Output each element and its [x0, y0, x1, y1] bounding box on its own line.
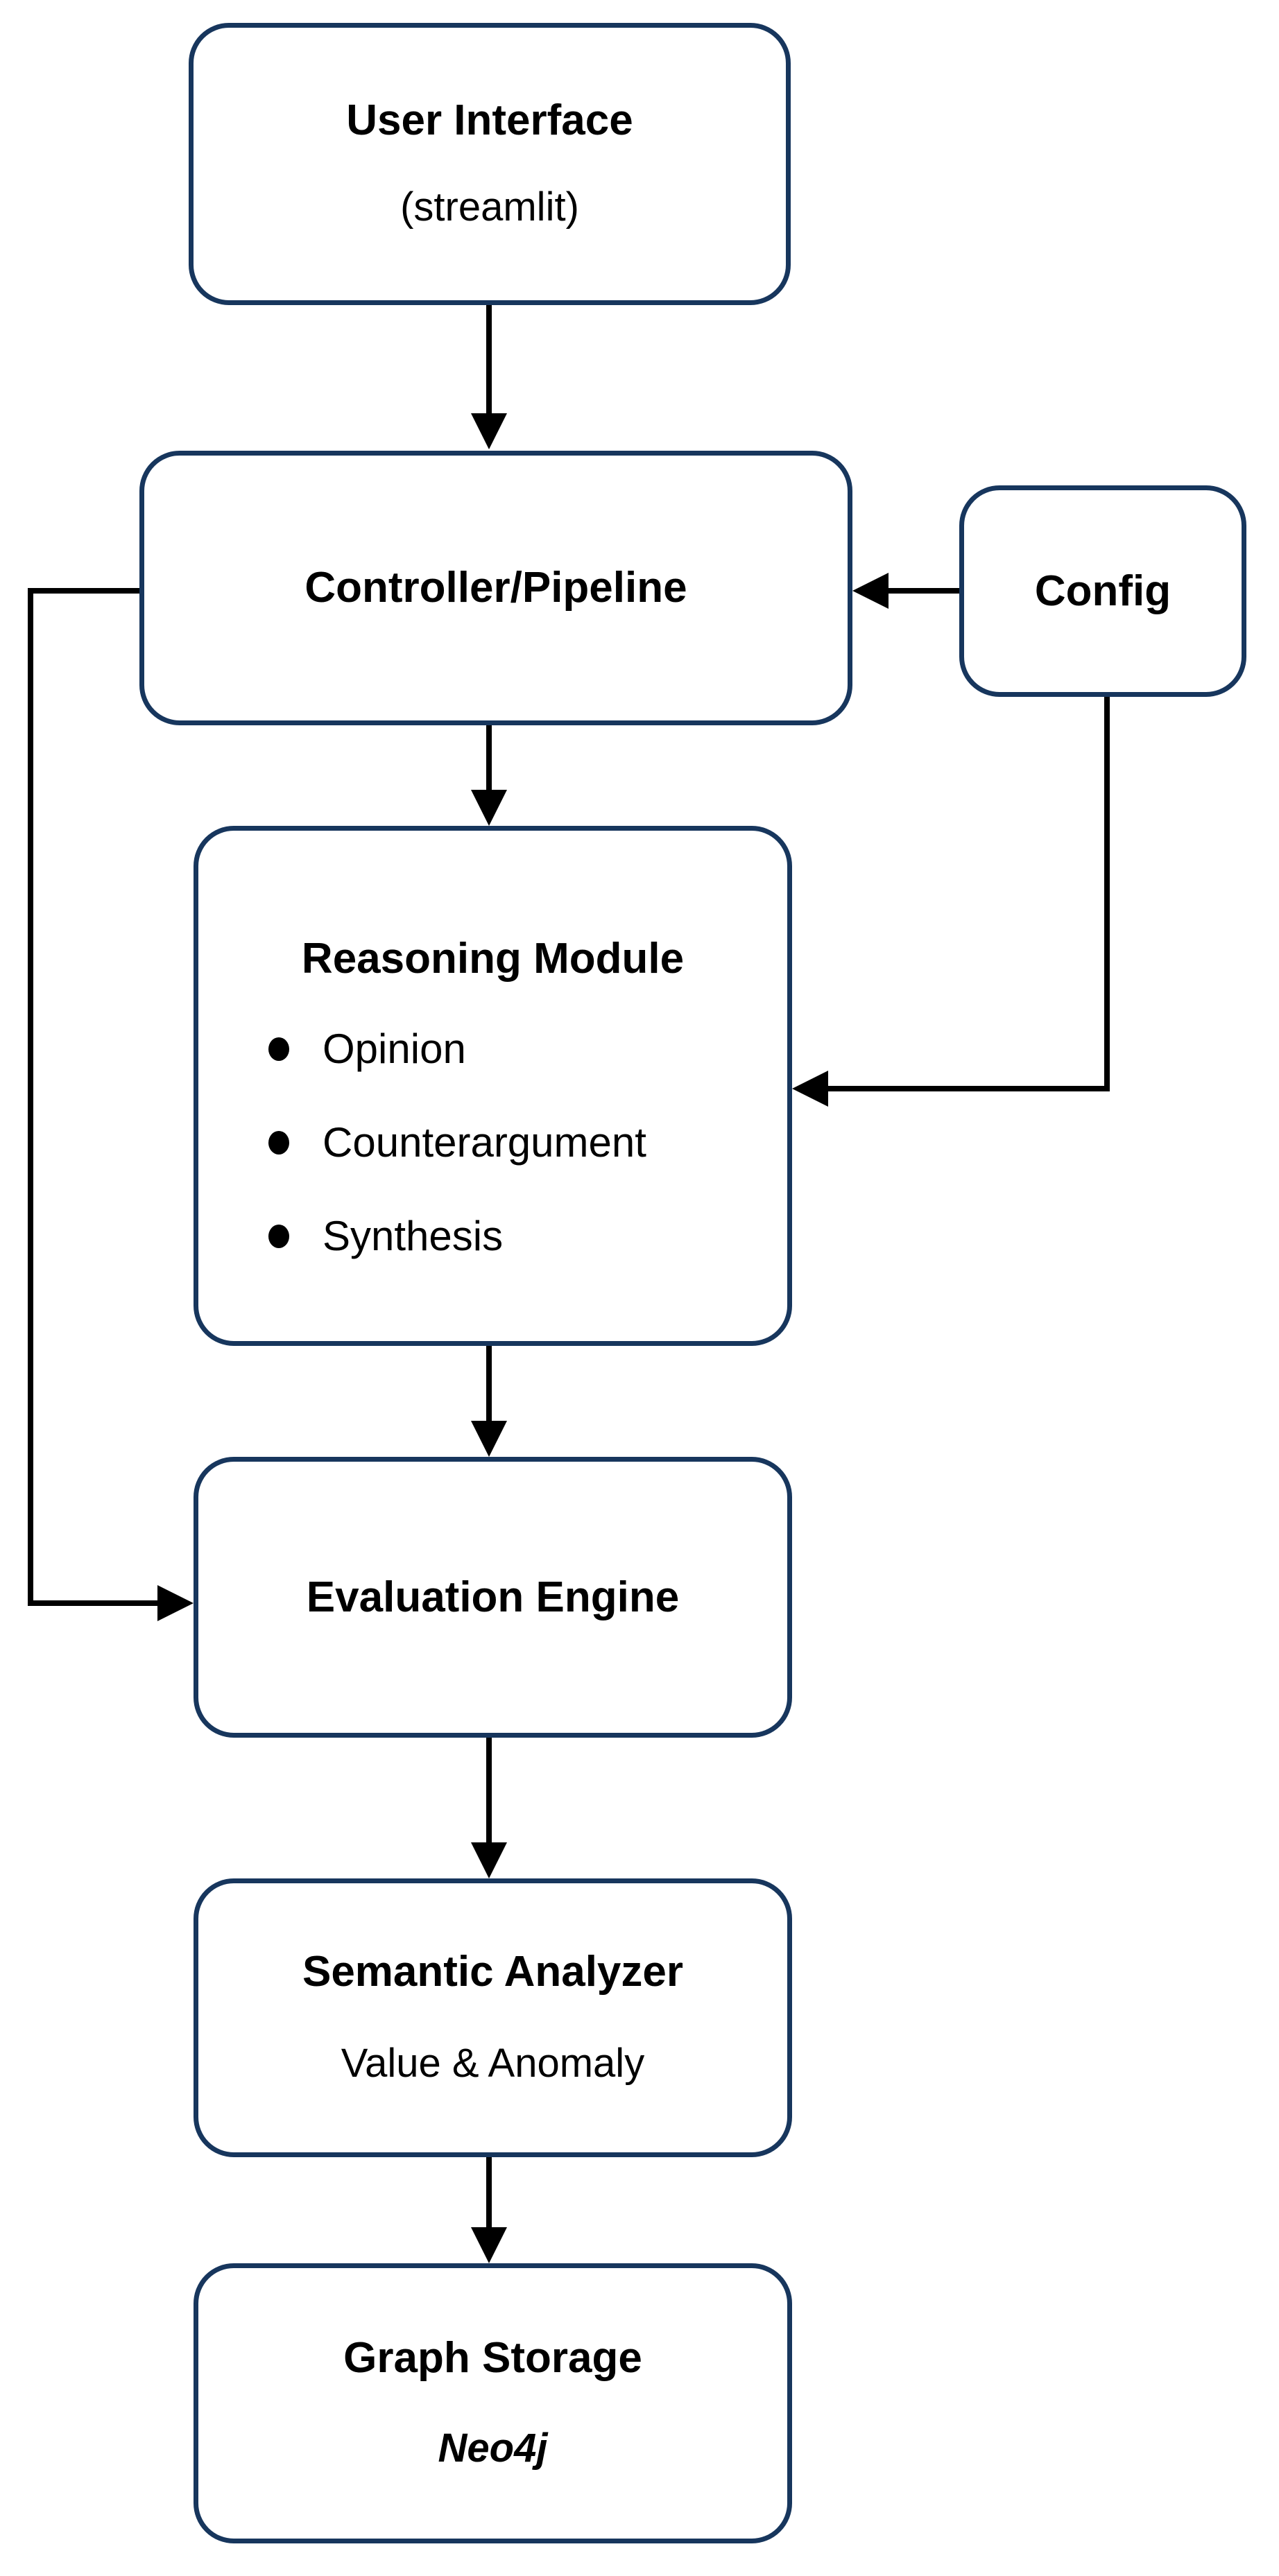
node-graph-storage-title: Graph Storage [343, 2334, 642, 2382]
bullet-icon [268, 1037, 289, 1061]
arrow-reasoning-to-evaluation-head-icon [471, 1421, 507, 1457]
node-user-interface-subtitle: (streamlit) [400, 184, 579, 230]
arrow-config-to-reasoning-shaft-vertical [1104, 697, 1110, 1091]
node-reasoning-module: Reasoning Module Opinion Counterargument… [194, 826, 792, 1346]
arrow-ui-to-controller-shaft [486, 305, 492, 416]
arrow-config-to-reasoning-shaft-horizontal [825, 1086, 1110, 1091]
bullet-label: Synthesis [323, 1213, 504, 1259]
node-controller-pipeline: Controller/Pipeline [139, 451, 852, 725]
arrow-controller-to-evaluation-head-icon [157, 1585, 194, 1621]
reasoning-bullet-list: Opinion Counterargument Synthesis [198, 1025, 787, 1261]
node-user-interface-title: User Interface [346, 96, 633, 144]
arrow-reasoning-to-evaluation-shaft [486, 1346, 492, 1424]
node-config-title: Config [1034, 567, 1171, 615]
bullet-icon [268, 1131, 289, 1155]
arrow-controller-to-evaluation-shaft-top [28, 588, 139, 594]
node-graph-storage: Graph Storage Neo4j [194, 2263, 792, 2543]
arrow-semantic-to-graph-head-icon [471, 2227, 507, 2263]
arrow-ui-to-controller-head-icon [471, 413, 507, 449]
node-controller-pipeline-title: Controller/Pipeline [304, 564, 687, 612]
node-semantic-analyzer-title: Semantic Analyzer [302, 1948, 684, 1996]
arrow-evaluation-to-semantic-shaft [486, 1738, 492, 1845]
arrow-config-to-controller-head-icon [852, 573, 889, 609]
node-graph-storage-subtitle: Neo4j [438, 2426, 548, 2471]
node-evaluation-engine: Evaluation Engine [194, 1457, 792, 1738]
arrow-controller-to-reasoning-shaft [486, 725, 492, 793]
arrow-config-to-reasoning-head-icon [792, 1071, 828, 1107]
node-config: Config [959, 485, 1246, 697]
bullet-label: Counterargument [323, 1119, 646, 1166]
node-semantic-analyzer: Semantic Analyzer Value & Anomaly [194, 1878, 792, 2157]
node-reasoning-module-title: Reasoning Module [301, 935, 685, 983]
arrow-semantic-to-graph-shaft [486, 2157, 492, 2230]
list-item: Synthesis [268, 1212, 787, 1261]
node-evaluation-engine-title: Evaluation Engine [306, 1573, 680, 1621]
bullet-label: Opinion [323, 1026, 466, 1072]
node-user-interface: User Interface (streamlit) [189, 23, 791, 305]
list-item: Counterargument [268, 1118, 787, 1167]
arrow-evaluation-to-semantic-head-icon [471, 1842, 507, 1878]
list-item: Opinion [268, 1025, 787, 1073]
arrow-controller-to-evaluation-shaft-vertical [28, 588, 33, 1606]
arrow-controller-to-reasoning-head-icon [471, 790, 507, 826]
bullet-icon [268, 1225, 289, 1248]
node-semantic-analyzer-subtitle: Value & Anomaly [341, 2041, 645, 2086]
arrow-config-to-controller-shaft [886, 588, 959, 594]
arrow-controller-to-evaluation-shaft-bottom [28, 1600, 160, 1606]
